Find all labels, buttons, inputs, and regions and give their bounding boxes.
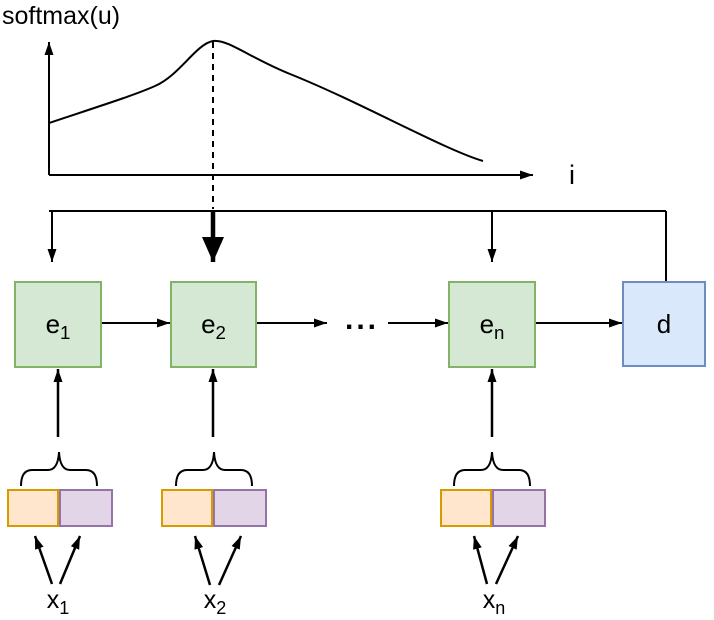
encoder-box-1-label: e1 [45,309,71,344]
input-label-2: x2 [183,586,247,618]
embedding-n-part-a [440,489,492,527]
x1-left-arrow [33,535,54,585]
softmax-curve [48,39,484,162]
concat-brace-n [453,451,531,487]
xn-right-arrow [494,535,520,585]
embedding-2-part-a [161,489,213,527]
input-label-1: x1 [26,586,90,618]
encoder-box-n: en [448,281,536,368]
embedding-2-part-b [213,489,267,527]
concat-brace-2 [175,451,253,487]
encoder-1-subscript: 1 [60,322,71,344]
encoder-box-1: e1 [14,281,102,368]
input-1-subscript: 1 [59,598,70,618]
concat-brace-1 [20,451,98,487]
x-axis-label: i [569,160,575,190]
input-2-subscript: 2 [216,598,227,618]
embedding-1-part-a [7,489,59,527]
input-1-base: x [46,586,60,614]
encoder-box-n-label: en [479,309,505,344]
input-n-base: x [482,586,496,614]
x1-right-arrow [58,535,82,585]
encoder-n-base: e [479,309,495,339]
embedding-1-part-b [59,489,113,527]
embedding-n-part-b [492,489,546,527]
encoder-1-base: e [45,309,61,339]
x2-right-arrow [217,535,243,586]
input-2-base: x [203,586,217,614]
input-n-subscript: n [495,598,506,618]
decoder-box: d [622,281,706,367]
encoder-n-subscript: n [494,322,505,344]
encoder-2-subscript: 2 [215,322,226,344]
input-label-n: xn [462,586,526,618]
decoder-box-label: d [656,308,672,339]
xn-left-arrow [472,535,489,585]
ellipsis-label: ... [344,303,379,336]
x2-left-arrow [193,535,212,586]
encoder-box-2-label: e2 [201,309,226,344]
encoder-box-2: e2 [170,281,257,368]
encoder-2-base: e [201,309,216,339]
softmax-axis-label: softmax(u) [2,2,121,30]
